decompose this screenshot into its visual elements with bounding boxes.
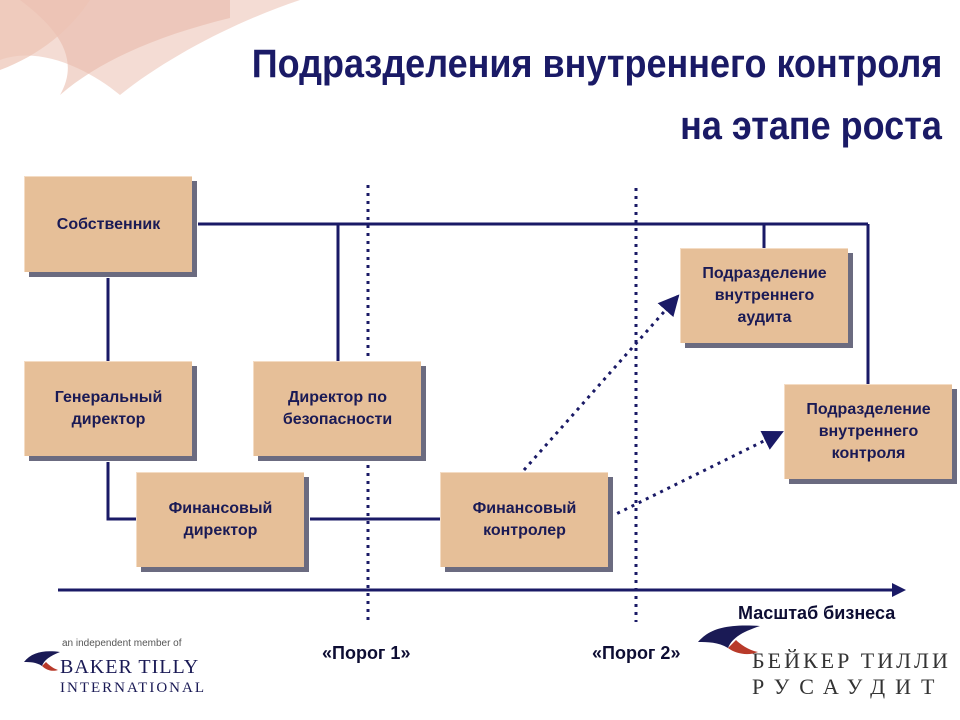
- node-ceo: Генеральный директор: [24, 361, 192, 456]
- baker-tilly-logo: an independent member of BAKER TILLY INT…: [22, 638, 204, 702]
- bird-icon-right: [698, 625, 760, 655]
- logo-right-line-2: РУСАУДИТ: [752, 674, 945, 699]
- slide-title-line-2: на этапе роста: [680, 104, 942, 148]
- axis-arrowhead: [892, 583, 906, 597]
- beiker-tilly-rusaudit-logo: БЕЙКЕР ТИЛЛИ РУСАУДИТ: [740, 648, 948, 708]
- logo-right-line-1: БЕЙКЕР ТИЛЛИ: [752, 648, 951, 673]
- connector-ceo-cfo: [106, 456, 136, 521]
- node-internal-audit: Подразделение внутреннего аудита: [680, 248, 848, 343]
- node-cfo: Финансовый директор: [136, 472, 304, 567]
- slide-title-line-1: Подразделения внутреннего контроля: [251, 42, 942, 86]
- logo-left-name-2: INTERNATIONAL: [60, 680, 206, 696]
- node-owner: Собственник: [24, 176, 192, 272]
- arrow-controller-to-audit: [522, 294, 680, 471]
- bird-icon: [24, 651, 60, 671]
- decorative-swoosh: [0, 0, 300, 95]
- threshold-1-label: «Порог 1»: [322, 643, 411, 663]
- logo-left-name: BAKER TILLY: [60, 656, 200, 678]
- node-security-director: Директор по безопасности: [253, 361, 421, 456]
- node-financial-controller: Финансовый контролер: [440, 472, 608, 567]
- node-internal-control: Подразделение внутреннего контроля: [784, 384, 952, 479]
- logo-left-tagline: an independent member of: [62, 638, 182, 649]
- threshold-2-label: «Порог 2»: [592, 643, 681, 663]
- axis-label: Масштаб бизнеса: [738, 603, 896, 623]
